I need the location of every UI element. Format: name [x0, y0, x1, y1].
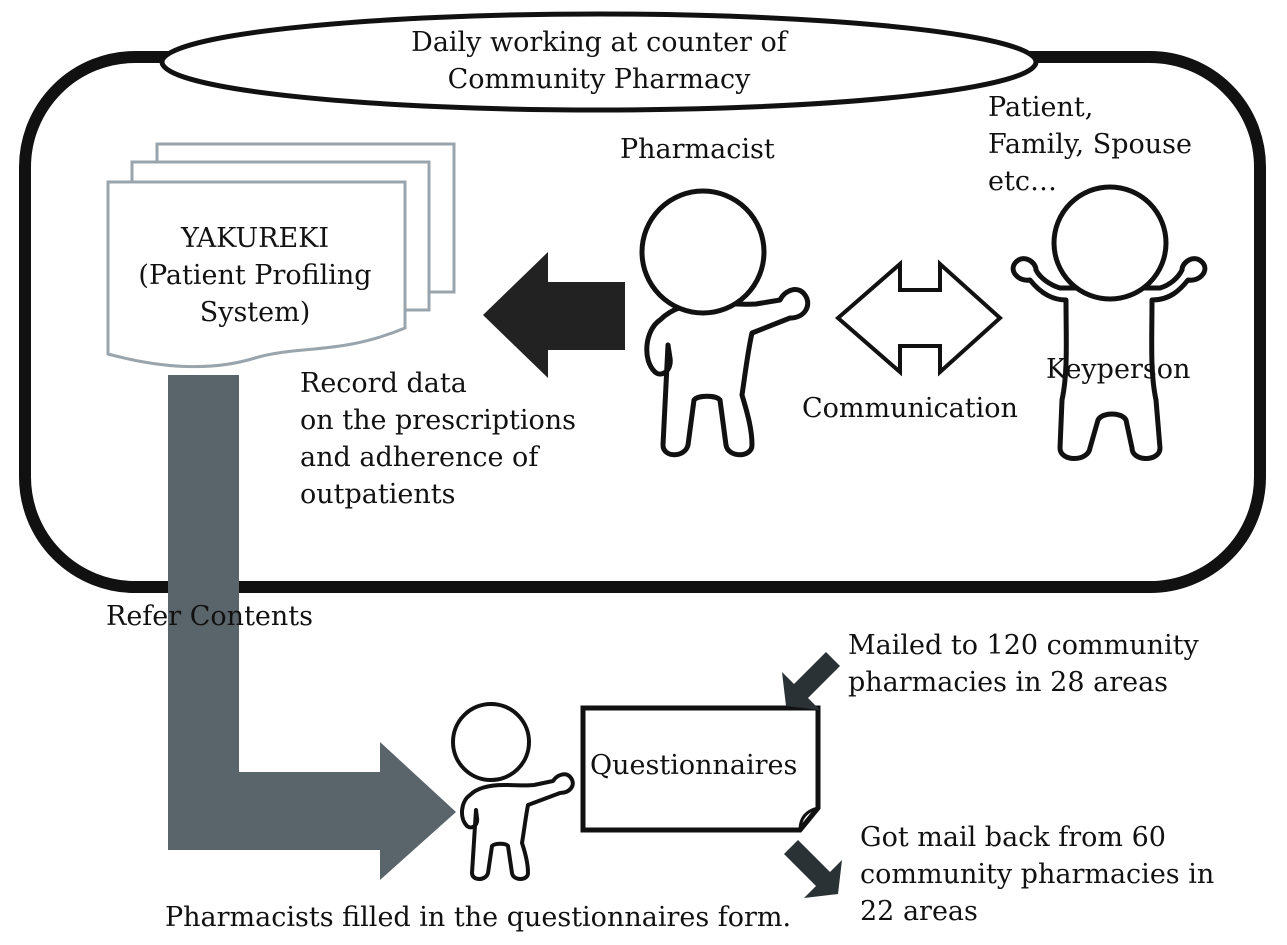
record-note-line-1: Record data — [300, 368, 467, 399]
small-pharmacist-figure — [451, 702, 575, 881]
refer-contents-label: Refer Contents — [106, 601, 313, 632]
header-line-1: Daily working at counter of — [411, 27, 787, 58]
mailed-note-line-2: pharmacies in 28 areas — [848, 667, 1169, 698]
keyperson-group-line-3: etc… — [988, 166, 1057, 197]
communication-label: Communication — [802, 393, 1018, 424]
pharmacist-figure — [639, 188, 811, 458]
pharmacist-label: Pharmacist — [620, 134, 775, 165]
record-note-line-3: and adherence of — [300, 442, 539, 473]
keyperson-label: Keyperson — [1046, 354, 1191, 385]
returned-note-line-1: Got mail back from 60 — [860, 822, 1166, 853]
mailed-arrow — [782, 652, 840, 710]
yakureki-line-3: System) — [199, 297, 311, 328]
record-note-line-4: outpatients — [300, 479, 456, 510]
header-title: Daily working at counter of Community Ph… — [389, 24, 809, 98]
yakureki-line-1: YAKUREKI — [180, 223, 330, 254]
yakureki-label: YAKUREKI (Patient Profiling System) — [110, 220, 400, 331]
record-arrow — [483, 252, 625, 378]
record-note: Record data on the prescriptions and adh… — [300, 365, 576, 513]
keyperson-group-line-1: Patient, — [988, 92, 1094, 123]
yakureki-document-stack — [106, 142, 456, 369]
record-note-line-2: on the prescriptions — [300, 405, 576, 436]
questionnaires-sheet — [580, 705, 821, 833]
refer-flow-arrow — [168, 375, 456, 880]
returned-note-line-2: community pharmacies in — [860, 859, 1215, 890]
keyperson-figure — [1010, 184, 1208, 461]
returned-arrow — [784, 840, 842, 898]
keyperson-group-label: Patient, Family, Spouse etc… — [988, 89, 1192, 200]
filled-caption: Pharmacists filled in the questionnaires… — [165, 902, 792, 933]
returned-note: Got mail back from 60 community pharmaci… — [860, 819, 1214, 930]
returned-note-line-3: 22 areas — [860, 896, 978, 927]
communication-arrow — [834, 259, 1003, 377]
header-ellipse — [159, 11, 1039, 113]
questionnaires-label: Questionnaires — [590, 750, 798, 781]
header-line-2: Community Pharmacy — [447, 64, 751, 95]
mailed-note: Mailed to 120 community pharmacies in 28… — [848, 627, 1199, 701]
yakureki-line-2: (Patient Profiling — [138, 260, 372, 291]
mailed-note-line-1: Mailed to 120 community — [848, 630, 1199, 661]
keyperson-group-line-2: Family, Spouse — [988, 129, 1192, 160]
